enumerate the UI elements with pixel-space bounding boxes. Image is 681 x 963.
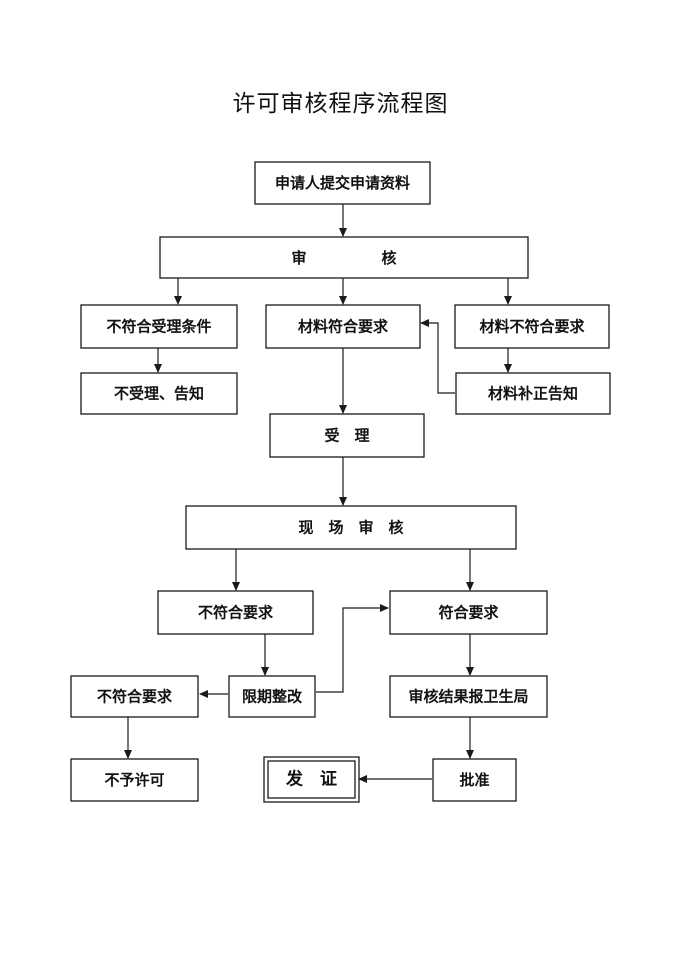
node-rectify: 限期整改	[228, 675, 316, 718]
node-accept: 受 理	[269, 413, 425, 458]
edges	[124, 204, 512, 783]
node-rectify-not-ok: 不符合要求	[70, 675, 199, 718]
node-approve: 批准	[432, 758, 517, 802]
node-not-accept-notify: 不受理、告知	[80, 372, 238, 415]
edge-supplement-materials-ok	[420, 319, 455, 394]
node-submit-label: 申请人提交申请资料	[275, 174, 410, 192]
node-not-accept-condition: 不符合受理条件	[80, 304, 238, 349]
node-accept-label: 受 理	[324, 427, 369, 445]
node-report: 审核结果报卫生局	[389, 675, 548, 718]
node-review-label: 审 核	[291, 249, 396, 267]
node-supplement-notify: 材料补正告知	[455, 372, 611, 415]
page-title: 许可审核程序流程图	[232, 91, 449, 117]
node-materials-not-ok: 材料不符合要求	[454, 304, 610, 349]
node-site-ok: 符合要求	[389, 590, 548, 635]
node-rectify-label: 限期整改	[242, 688, 303, 706]
node-not-accept-notify-label: 不受理、告知	[114, 385, 204, 403]
node-materials-ok: 材料符合要求	[265, 304, 421, 349]
node-rectify-not-ok-label: 不符合要求	[97, 688, 173, 706]
node-supplement-notify-label: 材料补正告知	[488, 385, 578, 403]
node-submit: 申请人提交申请资料	[254, 161, 431, 205]
node-site-not-ok-label: 不符合要求	[198, 604, 274, 622]
node-issue: 发 证	[263, 756, 360, 803]
node-issue-label: 发 证	[285, 769, 337, 790]
node-approve-label: 批准	[459, 771, 489, 789]
node-site-not-ok: 不符合要求	[157, 590, 314, 635]
node-review: 审 核	[159, 236, 529, 279]
edge-rectify-ok	[316, 604, 389, 693]
node-site-review: 现 场 审 核	[185, 505, 517, 550]
node-not-accept-condition-label: 不符合受理条件	[106, 318, 211, 336]
node-materials-not-ok-label: 材料不符合要求	[479, 318, 585, 336]
node-no-permit: 不予许可	[70, 758, 199, 802]
node-materials-ok-label: 材料符合要求	[298, 318, 389, 336]
node-site-review-label: 现 场 审 核	[298, 519, 403, 537]
node-report-label: 审核结果报卫生局	[408, 688, 528, 706]
node-no-permit-label: 不予许可	[104, 771, 164, 789]
node-site-ok-label: 符合要求	[438, 604, 499, 622]
